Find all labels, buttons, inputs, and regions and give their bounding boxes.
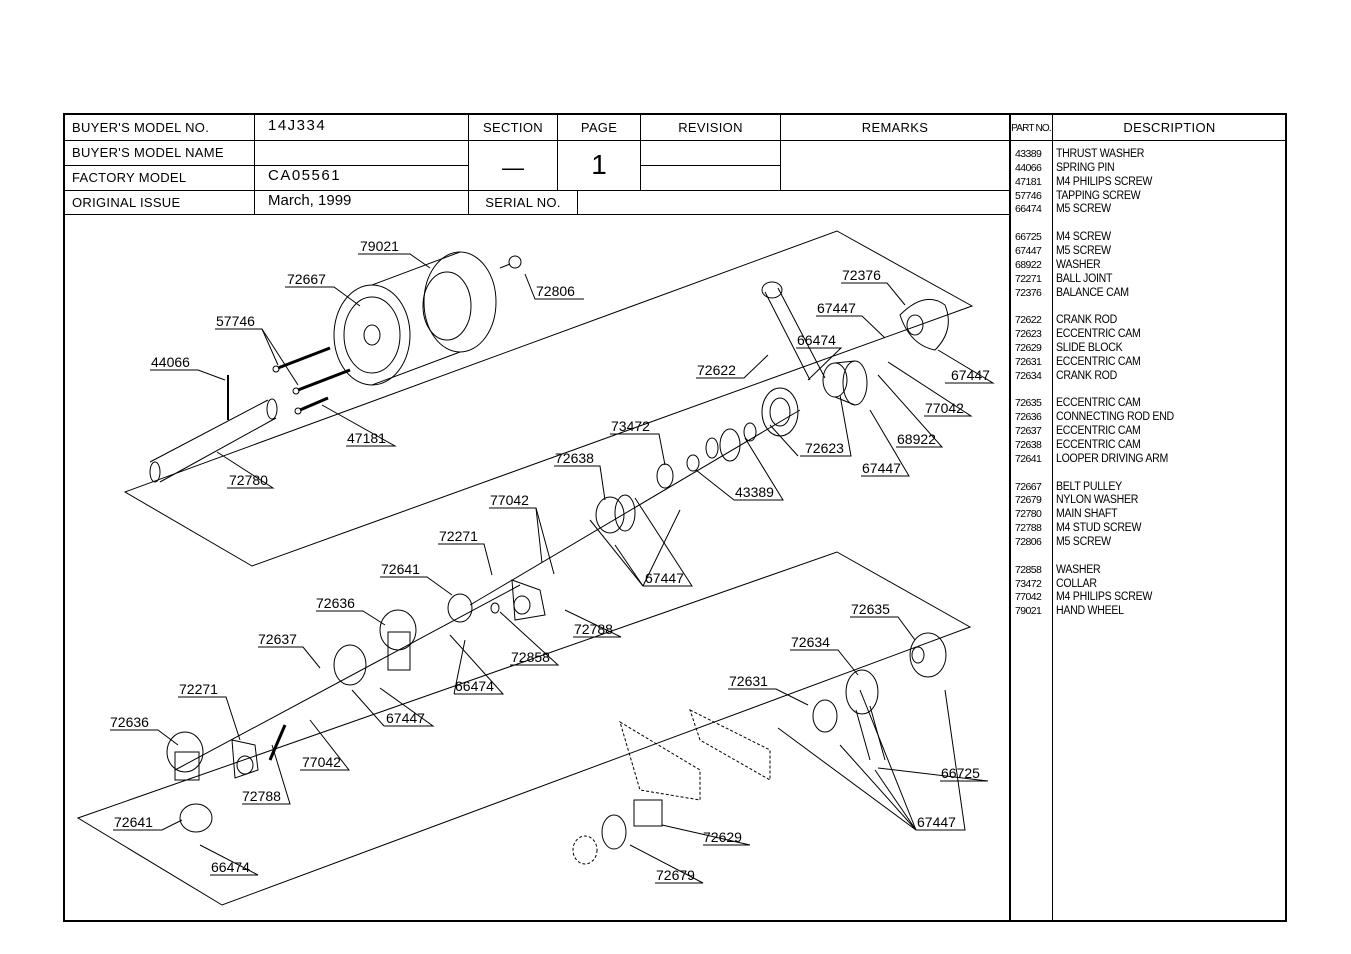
part-number: 72376 (1015, 286, 1042, 299)
part-description: WASHER (1056, 563, 1101, 576)
part-description: ECCENTRIC CAM (1056, 355, 1141, 368)
part-description: ECCENTRIC CAM (1056, 439, 1141, 451)
remarks-label: REMARKS (861, 120, 929, 135)
part-description: TAPPING SCREW (1056, 189, 1141, 202)
part-description: SPRING PIN (1056, 161, 1115, 174)
part-number: 72623 (1015, 328, 1042, 341)
part-description: ECCENTRIC CAM (1056, 328, 1141, 341)
part-number: 68922 (1015, 258, 1042, 271)
factory-model-label: FACTORY MODEL (72, 170, 187, 185)
header-rule-1 (63, 140, 1287, 141)
part-description: MAIN SHAFT (1056, 508, 1118, 521)
part-description: M4 STUD SCREW (1056, 522, 1142, 535)
part-number: 67447 (1015, 245, 1042, 257)
description-label: DESCRIPTION (1123, 120, 1216, 135)
part-number: 72631 (1015, 355, 1042, 368)
part-number: 72641 (1015, 452, 1042, 465)
buyers-model-no-value: 14J334 (268, 117, 327, 134)
part-number: 72634 (1015, 369, 1042, 382)
buyers-model-name-label: BUYER'S MODEL NAME (72, 145, 224, 160)
part-description: CRANK ROD (1056, 314, 1118, 327)
part-number: 72622 (1015, 314, 1042, 327)
factory-model-value: CA05561 (268, 167, 342, 184)
part-number: 79021 (1015, 605, 1042, 618)
part-number: 72667 (1015, 480, 1042, 493)
part-description: BALL JOINT (1056, 272, 1113, 285)
part-description: LOOPER DRIVING ARM (1056, 452, 1169, 465)
part-description: CONNECTING ROD END (1056, 411, 1174, 424)
parts-list-sheet (63, 113, 1287, 922)
part-number: 43389 (1015, 148, 1042, 160)
original-issue-label: ORIGINAL ISSUE (72, 195, 181, 210)
revision-label: REVISION (678, 120, 743, 135)
part-number: 73472 (1015, 577, 1042, 590)
part-description: NYLON WASHER (1056, 494, 1139, 507)
part-number: 72637 (1015, 425, 1042, 438)
part-number: 77042 (1015, 591, 1042, 604)
part-description: ECCENTRIC CAM (1056, 425, 1141, 438)
part-number: 57746 (1015, 189, 1042, 202)
header-vrule-4 (640, 114, 641, 190)
part-description: BALANCE CAM (1056, 286, 1129, 299)
part-description: COLLAR (1056, 577, 1097, 590)
part-number: 72635 (1015, 397, 1042, 410)
section-value: — (502, 155, 524, 180)
header-vrule-serial (577, 190, 578, 214)
header-rule-4 (63, 214, 1010, 215)
part-description: THRUST WASHER (1056, 148, 1145, 160)
part-number: 72271 (1015, 272, 1042, 285)
part-number: 66725 (1015, 231, 1042, 244)
part-number: 44066 (1015, 161, 1042, 174)
part-description: HAND WHEEL (1056, 605, 1124, 618)
part-description: M5 SCREW (1056, 203, 1111, 216)
part-description: M4 PHILIPS SCREW (1056, 175, 1153, 188)
part-description: CRANK ROD (1056, 369, 1118, 382)
part-number: 72629 (1015, 342, 1042, 354)
part-number: 72806 (1015, 536, 1042, 548)
parts-column-divider (1009, 114, 1011, 921)
part-description: M4 SCREW (1056, 231, 1111, 244)
part-number: 66474 (1015, 203, 1042, 216)
header-vrule-1 (254, 114, 255, 214)
part-number: 72788 (1015, 522, 1042, 535)
header-vrule-3 (557, 114, 558, 190)
part-number: 72636 (1015, 411, 1042, 424)
original-issue-value: March, 1999 (268, 192, 352, 209)
part-description: SLIDE BLOCK (1056, 342, 1123, 354)
header-vrule-2 (468, 114, 469, 214)
header-rule-revision (640, 165, 780, 166)
header-rule-3 (63, 190, 1010, 191)
part-description: M5 SCREW (1056, 245, 1111, 257)
part-no-label: PART NO. (1011, 123, 1052, 134)
part-number: 72638 (1015, 439, 1042, 451)
buyers-model-no-label: BUYER'S MODEL NO. (72, 120, 210, 135)
part-description: M4 PHILIPS SCREW (1056, 591, 1153, 604)
part-number: 47181 (1015, 175, 1042, 188)
part-description: BELT PULLEY (1056, 480, 1122, 493)
header-rule-2 (63, 165, 468, 166)
part-description: WASHER (1056, 258, 1101, 271)
serial-no-label: SERIAL NO. (485, 195, 561, 210)
part-number: 72780 (1015, 508, 1042, 521)
part-desc-divider (1052, 114, 1053, 921)
part-number: 72858 (1015, 563, 1042, 576)
part-number: 72679 (1015, 494, 1042, 507)
part-description: M5 SCREW (1056, 536, 1111, 548)
part-description: ECCENTRIC CAM (1056, 397, 1141, 410)
section-label: SECTION (483, 120, 543, 135)
page-label: PAGE (580, 120, 618, 135)
page-value: 1 (591, 149, 607, 180)
header-vrule-5 (780, 114, 781, 190)
